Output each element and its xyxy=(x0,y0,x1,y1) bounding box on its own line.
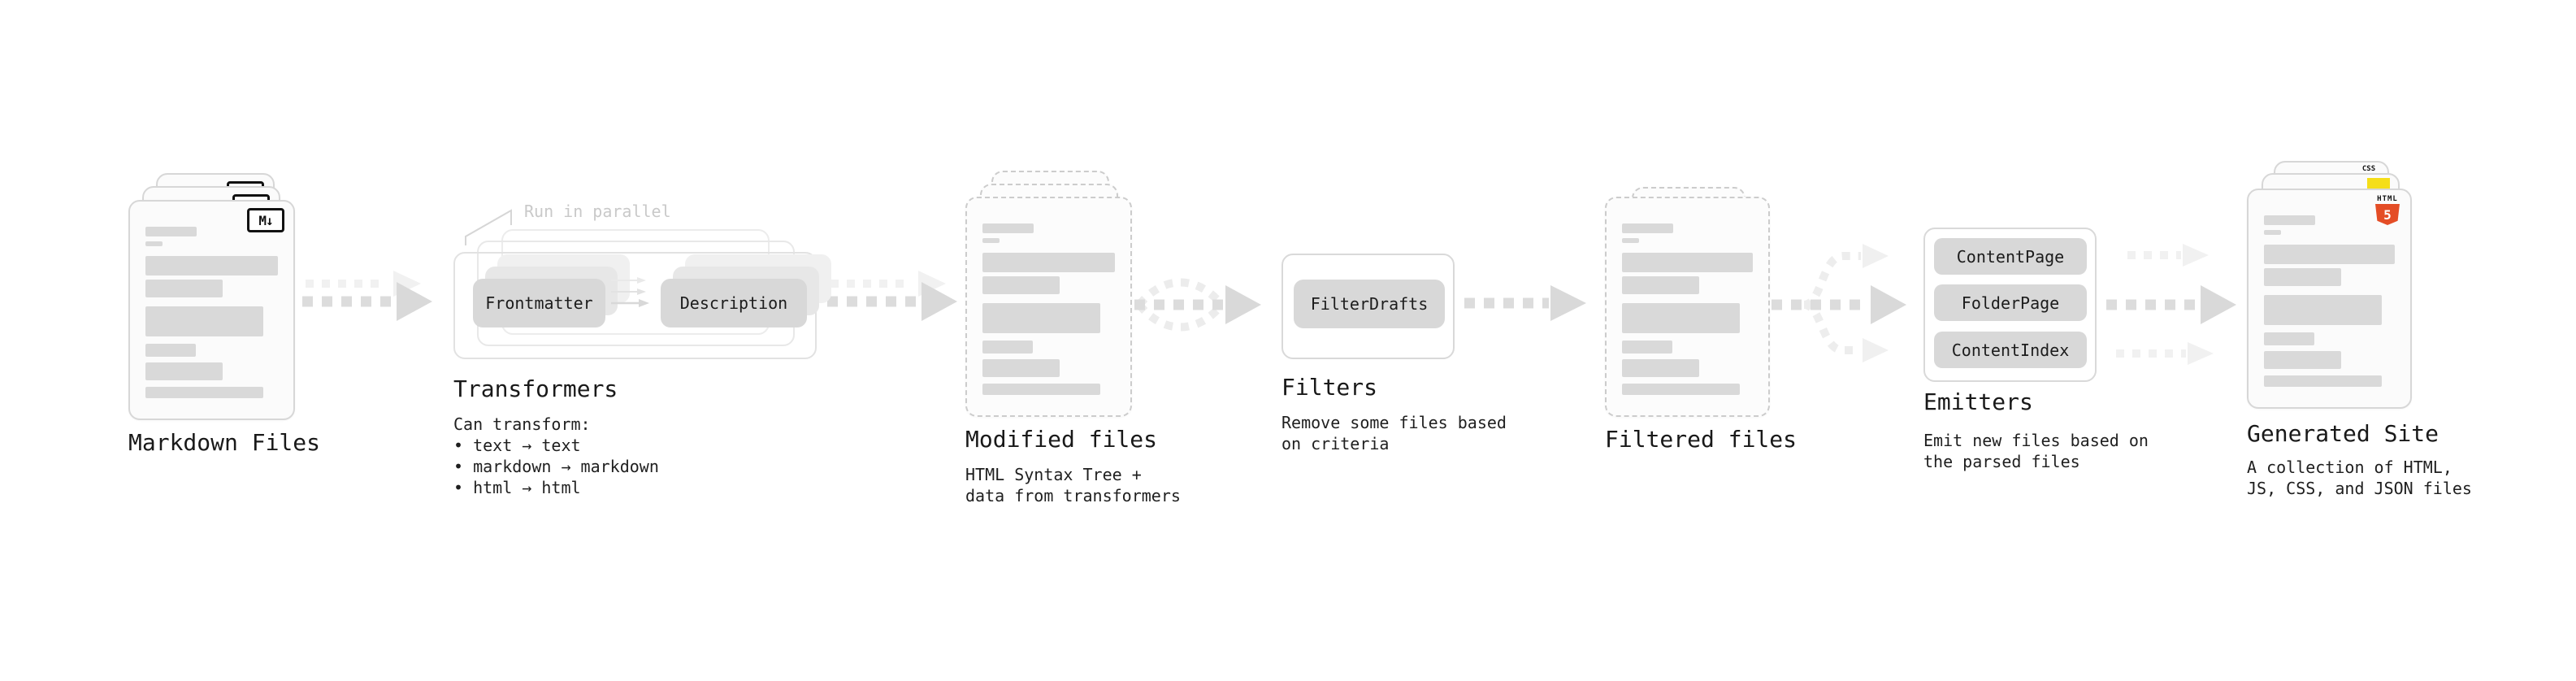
stage-title-markdown-files: Markdown Files xyxy=(128,429,321,456)
filtered-file-card-front xyxy=(1605,197,1770,417)
file-skeleton-lines xyxy=(130,202,293,419)
stage-desc-transformers: Can transform: • text → text • markdown … xyxy=(453,414,659,497)
pill-filter-drafts: FilterDrafts xyxy=(1294,280,1445,328)
stage-desc-generated-site: A collection of HTML, JS, CSS, and JSON … xyxy=(2247,458,2472,498)
css-badge-label: CSS xyxy=(2361,165,2376,173)
markdown-badge-icon: M↓ xyxy=(247,208,284,232)
pill-content-page: ContentPage xyxy=(1934,238,2087,275)
site-file-card-html: HTML 5 xyxy=(2247,189,2412,409)
callout-line xyxy=(465,209,512,245)
stage-title-filters: Filters xyxy=(1281,374,1378,401)
html5-logo-label: HTML xyxy=(2377,195,2398,203)
file-skeleton-lines xyxy=(2249,190,2410,407)
stage-title-generated-site: Generated Site xyxy=(2247,420,2439,447)
file-skeleton-lines xyxy=(1607,198,1768,415)
markdown-file-card-front: M↓ xyxy=(128,200,295,420)
stage-title-filtered-files: Filtered files xyxy=(1605,426,1798,453)
file-skeleton-lines xyxy=(967,198,1130,415)
parallel-arrows-icon xyxy=(611,277,649,307)
html5-number: 5 xyxy=(2383,206,2392,223)
flow-arrow-markdown-to-transformers xyxy=(302,271,432,321)
stage-desc-modified-files: HTML Syntax Tree + data from transformer… xyxy=(965,465,1181,505)
stage-title-emitters: Emitters xyxy=(1923,388,2033,415)
flow-arrow-transformers-to-modified xyxy=(827,271,957,321)
html5-logo-icon: HTML 5 xyxy=(2374,195,2401,225)
modified-file-card-front xyxy=(965,197,1132,417)
pill-folder-page: FolderPage xyxy=(1934,284,2087,321)
flow-arrow-filtered-to-emitters xyxy=(1772,244,1906,362)
stage-desc-emitters: Emit new files based on the parsed files xyxy=(1923,431,2149,471)
pill-frontmatter: Frontmatter xyxy=(473,279,605,327)
flow-arrow-filters-to-filtered xyxy=(1464,285,1586,321)
stage-title-transformers: Transformers xyxy=(453,375,618,402)
pill-description: Description xyxy=(661,279,807,327)
run-in-parallel-label: Run in parallel xyxy=(524,202,671,221)
css-badge-icon: CSS xyxy=(2358,166,2379,173)
stage-title-modified-files: Modified files xyxy=(965,426,1158,453)
pill-content-index: ContentIndex xyxy=(1934,332,2087,368)
flow-arrow-emitters-to-site xyxy=(2106,244,2236,365)
html5-shield: 5 xyxy=(2375,204,2400,225)
stage-desc-filters: Remove some files based on criteria xyxy=(1281,413,1507,453)
js-badge-icon xyxy=(2367,178,2390,189)
flow-arrow-modified-to-filters xyxy=(1134,278,1261,332)
